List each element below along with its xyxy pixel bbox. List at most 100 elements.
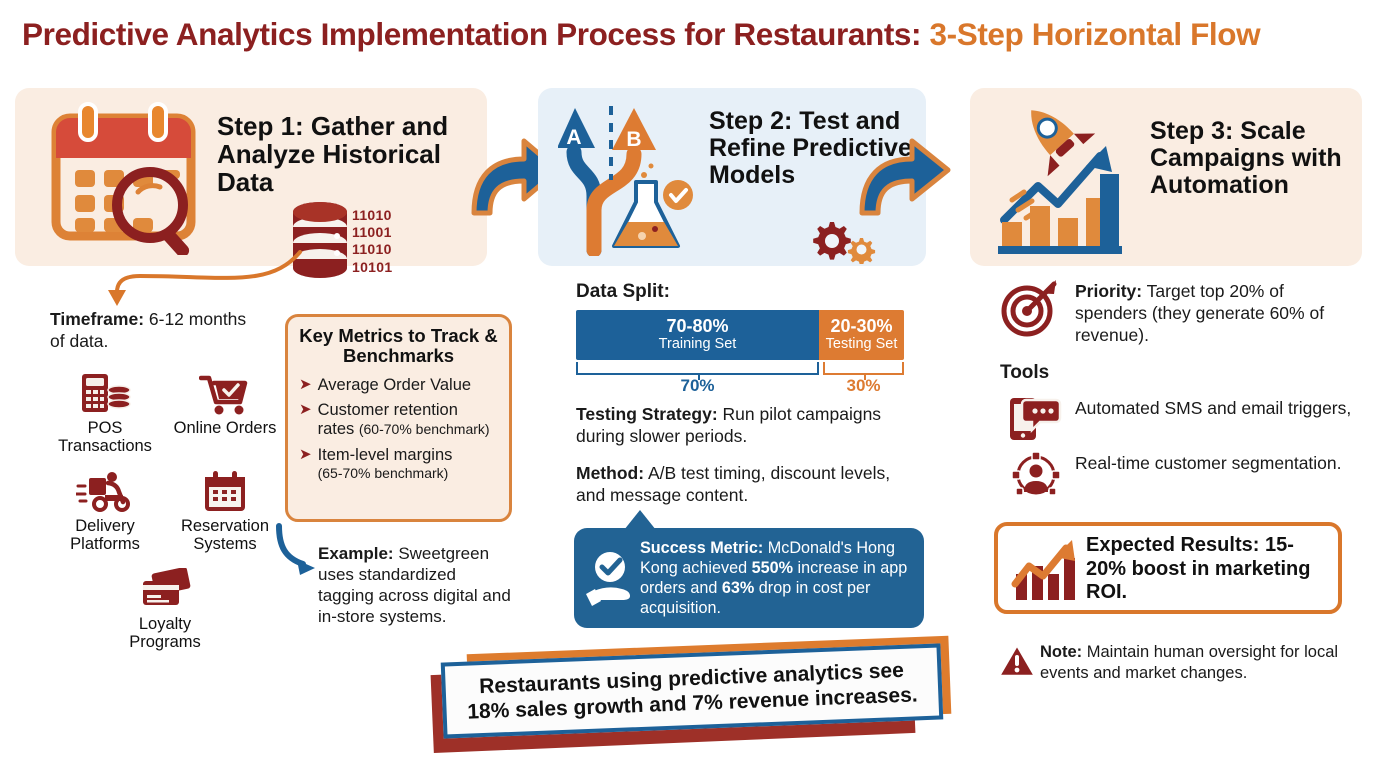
success-text-3: drop in cost per acquisition.: [640, 579, 871, 618]
split-name: Training Set: [658, 336, 737, 353]
split-pct: 20-30%: [830, 316, 893, 337]
step-2-title: Step 2: Test and Refine Predictive Model…: [709, 107, 912, 189]
expected-results-text: Expected Results: 15-20% boost in market…: [1086, 534, 1328, 605]
example-text: Example: Sweetgreen uses standardized ta…: [318, 543, 514, 627]
title-main: Predictive Analytics Implementation Proc…: [22, 16, 922, 52]
metric-text: Customer retention rates (60-70% benchma…: [317, 401, 490, 439]
target-bullseye-icon: [1000, 278, 1060, 343]
metric-item: ➤ Average Order Value: [299, 376, 498, 395]
testing-strategy-text: Testing Strategy: Run pilot campaigns du…: [576, 403, 916, 447]
method-text: Method: A/B test timing, discount levels…: [576, 462, 906, 506]
split-segment-training: 70-80% Training Set: [576, 310, 819, 360]
metric-text: Item-level margins(65-70% benchmark): [317, 445, 453, 482]
loyalty-cards-icon: [143, 568, 191, 605]
tool-item-1: Automated SMS and email triggers,: [1075, 398, 1352, 418]
success-metric-box: Success Metric: McDonald's Hong Kong ach…: [574, 528, 924, 628]
step-3-title: Step 3: Scale Campaigns with Automation: [1150, 117, 1342, 199]
metrics-to-example-arrow-icon: [273, 520, 335, 587]
database-cylinder-icon: [290, 200, 350, 283]
priority-text: Priority: Target top 20% of spenders (th…: [1075, 280, 1360, 346]
pos-terminal-icon: [82, 374, 131, 412]
binary-line: 11010: [352, 207, 392, 223]
metric-item: ➤ Item-level margins(65-70% benchmark): [299, 446, 498, 483]
rocket-growth-chart-icon: [996, 100, 1126, 261]
db-to-timeframe-arrow-icon: [95, 250, 315, 315]
success-box-tail: [624, 510, 656, 530]
data-split-label: Data Split:: [576, 281, 670, 302]
hand-check-icon: [584, 550, 638, 611]
page-title: Predictive Analytics Implementation Proc…: [22, 16, 1362, 53]
binary-line: 10101: [352, 258, 393, 275]
key-metrics-box: Key Metrics to Track & Benchmarks ➤ Aver…: [285, 314, 512, 522]
banner-text: Restaurants using predictive analytics s…: [456, 657, 928, 725]
calendar-icon: [205, 471, 245, 511]
testing-bracket: [823, 362, 904, 380]
expected-results-box: Expected Results: 15-20% boost in market…: [994, 522, 1342, 614]
method-body: A/B test timing, discount levels, and me…: [576, 463, 891, 506]
bullet-triangle-icon: ➤: [299, 445, 312, 463]
source-label: POS Transactions: [58, 419, 152, 456]
source-reservation-systems: Reservation Systems: [166, 470, 284, 554]
svg-text:B: B: [626, 128, 641, 151]
ab-split-flask-icon: A B: [557, 100, 718, 261]
connector-arrow-2-icon: [858, 125, 954, 226]
timeframe-label: Timeframe:: [50, 309, 145, 329]
source-label: Loyalty Programs: [129, 615, 201, 652]
svg-text:A: A: [566, 126, 581, 149]
shopping-cart-icon: [199, 375, 248, 415]
database-binary-text: 11010 11001 11010 10101: [352, 207, 392, 276]
metric-item: ➤ Customer retention rates (60-70% bench…: [299, 401, 498, 438]
source-loyalty-programs: Loyalty Programs: [106, 568, 224, 652]
bottom-banner: Restaurants using predictive analytics s…: [424, 635, 964, 763]
example-label: Example:: [318, 544, 394, 563]
data-split-bar: 70-80% Training Set 20-30% Testing Set: [576, 310, 904, 360]
method-label: Method:: [576, 463, 645, 483]
results-label: Expected Results:: [1086, 534, 1260, 556]
split-pct: 70-80%: [666, 316, 729, 337]
testing-strategy-body: Run pilot campaigns during slower period…: [576, 404, 882, 447]
source-label: Online Orders: [173, 419, 277, 437]
calendar-magnifier-icon: [38, 100, 213, 260]
success-text-1: McDonald's Hong Kong achieved: [640, 539, 896, 578]
priority-body: Target top 20% of spenders (they generat…: [1075, 281, 1325, 346]
testing-bracket-label: 30%: [846, 376, 881, 395]
bar-growth-arrow-icon: [1010, 536, 1080, 611]
timeframe-text: Timeframe: 6-12 months of data.: [50, 308, 265, 352]
example-body: Sweetgreen uses standardized tagging acr…: [318, 544, 511, 627]
binary-line: 11001: [352, 224, 392, 241]
note-label: Note:: [1040, 643, 1083, 661]
step-2-panel: [538, 88, 926, 266]
step-1-title: Step 1: Gather and Analyze Historical Da…: [217, 111, 449, 198]
source-online-orders: Online Orders: [166, 372, 284, 437]
success-stat-1: 550%: [751, 559, 794, 578]
title-accent: 3-Step Horizontal Flow: [929, 16, 1261, 52]
priority-label: Priority:: [1075, 281, 1143, 301]
metric-text: Average Order Value: [317, 375, 472, 394]
customer-segmentation-icon: [1011, 451, 1061, 503]
bullet-triangle-icon: ➤: [299, 401, 312, 419]
tool-item-2: Real-time customer segmentation.: [1075, 453, 1342, 473]
source-pos-transactions: POS Transactions: [46, 372, 164, 456]
sms-phone-icon: [1008, 396, 1062, 447]
note-body: Maintain human oversight for local event…: [1040, 643, 1339, 682]
tools-label: Tools: [1000, 362, 1050, 383]
binary-line: 11010: [352, 241, 392, 258]
training-bracket: [576, 362, 819, 380]
split-segment-testing: 20-30% Testing Set: [819, 310, 904, 360]
success-label: Success Metric:: [640, 539, 764, 557]
split-name: Testing Set: [825, 336, 898, 353]
gears-icon: [806, 216, 876, 269]
success-metric-text: Success Metric: McDonald's Hong Kong ach…: [640, 538, 912, 618]
training-bracket-label: 70%: [680, 376, 715, 395]
testing-strategy-label: Testing Strategy:: [576, 404, 718, 424]
source-label: Reservation Systems: [180, 517, 270, 554]
success-text-2: increase in app orders and: [640, 559, 908, 598]
warning-triangle-icon: [997, 643, 1037, 683]
source-delivery-platforms: Delivery Platforms: [46, 470, 164, 554]
success-stat-2: 63%: [721, 579, 755, 598]
results-body: 15-20% boost in marketing ROI.: [1086, 534, 1311, 604]
bullet-triangle-icon: ➤: [299, 375, 312, 393]
key-metrics-heading: Key Metrics to Track & Benchmarks: [299, 325, 498, 367]
delivery-scooter-icon: [76, 472, 130, 512]
